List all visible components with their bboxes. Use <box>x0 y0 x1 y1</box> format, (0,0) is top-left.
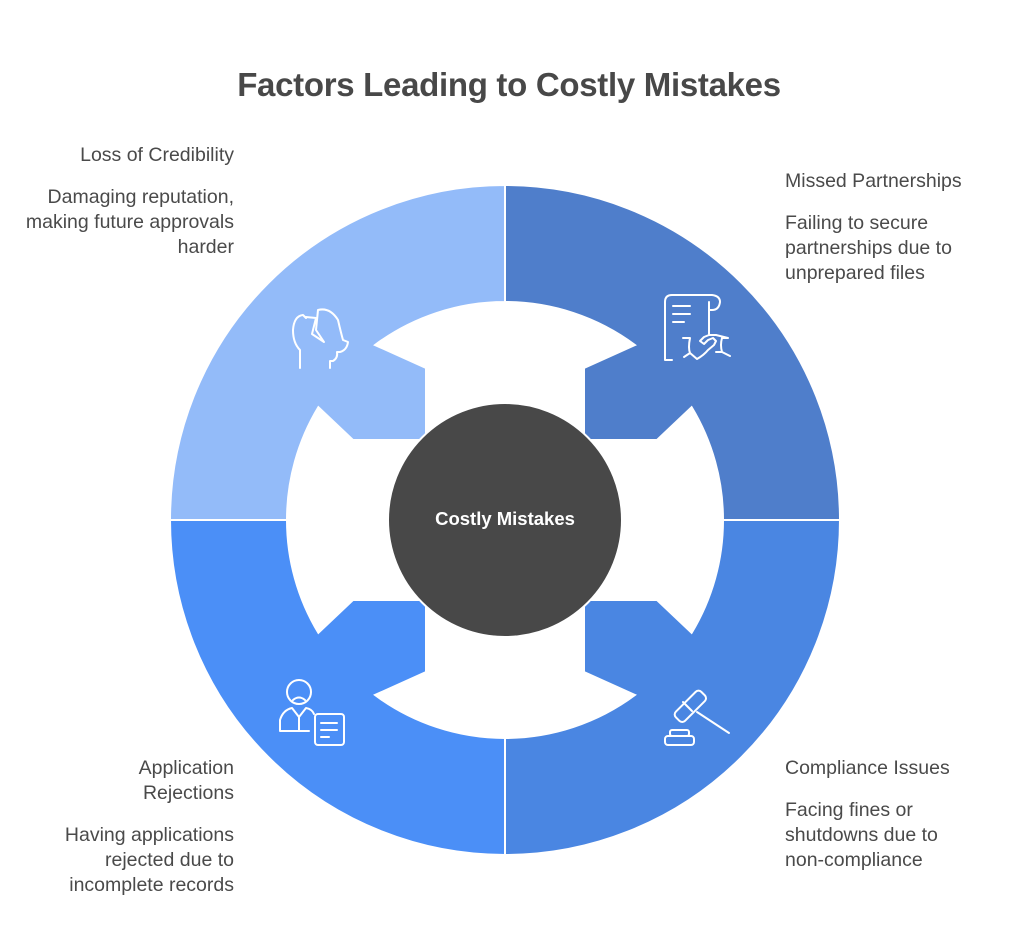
factor-loss-of-credibility: Loss of Credibility Damaging reputation,… <box>0 143 234 260</box>
segment-compliance-issues <box>504 519 842 857</box>
segment-application-rejections <box>168 519 506 857</box>
factor-description: Facing fines or shutdowns due to non-com… <box>785 799 938 871</box>
contract-handshake-icon <box>664 294 731 361</box>
factor-title: Missed Partnerships <box>785 170 962 192</box>
factor-description: Damaging reputation, making future appro… <box>25 186 234 258</box>
factor-title: Loss of Credibility <box>80 144 234 166</box>
broken-head-icon <box>292 308 349 369</box>
rejected-applicant-icon <box>279 679 345 746</box>
factor-title: Compliance Issues <box>785 757 950 779</box>
factor-description: Failing to secure partnerships due to un… <box>785 212 952 284</box>
factor-description: Having applications rejected due to inco… <box>64 824 234 896</box>
factor-title: Application Rejections <box>138 757 234 804</box>
center-circle <box>387 402 623 638</box>
gavel-icon <box>664 689 730 746</box>
factor-compliance-issues: Compliance Issues Facing fines or shutdo… <box>785 756 970 873</box>
center-label: Costly Mistakes <box>435 508 575 529</box>
diagram-title: Factors Leading to Costly Mistakes <box>237 66 781 103</box>
factor-missed-partnerships: Missed Partnerships Failing to secure pa… <box>785 169 985 286</box>
factor-application-rejections: Application Rejections Having applicatio… <box>0 756 234 898</box>
segment-missed-partnerships <box>504 183 842 521</box>
